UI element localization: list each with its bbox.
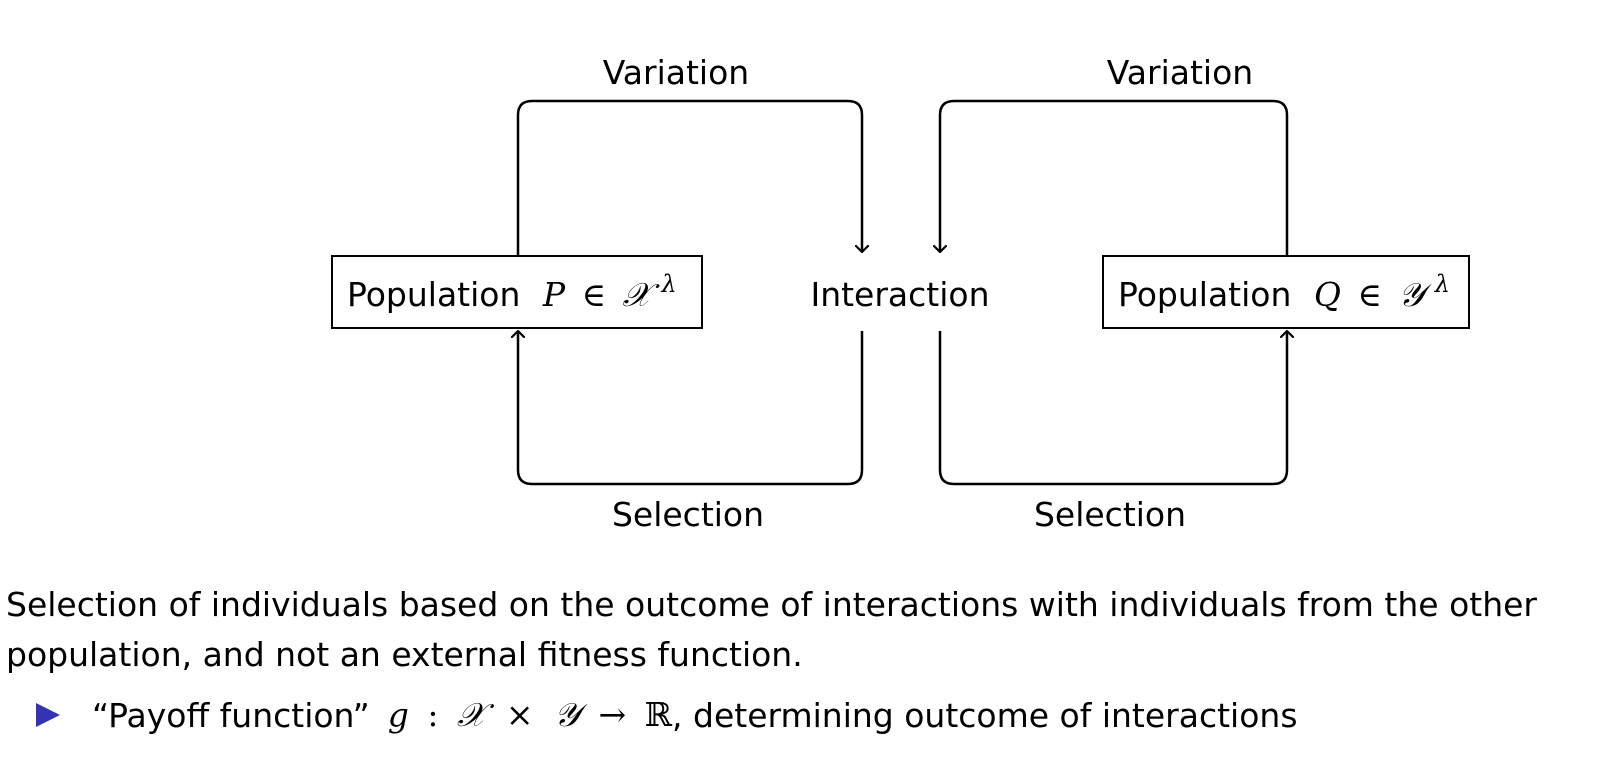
formula-times: × — [505, 695, 534, 734]
population-q-box — [1102, 255, 1470, 329]
payoff-quote: “Payoff function” — [92, 695, 370, 735]
formula-y: 𝒴 — [554, 695, 580, 734]
population-p-label: Population P ∈ 𝒳 λ — [347, 270, 677, 314]
formula-x: 𝒳 — [457, 695, 486, 734]
right-selection-arrow — [938, 331, 1287, 486]
payoff-description: , determining outcome of interactions — [672, 695, 1298, 735]
left-variation-arrow — [516, 99, 862, 256]
coevolution-diagram: Population P ∈ 𝒳 λ Population Q ∈ 𝒴 λ In… — [331, 53, 1470, 534]
description-paragraph: Selection of individuals based on the ou… — [6, 585, 1537, 674]
right-variation-arrow — [940, 99, 1289, 256]
left-selection-arrow — [518, 331, 864, 486]
bullet-triangle-icon — [36, 703, 60, 727]
formula-reals: ℝ — [644, 695, 673, 734]
payoff-bullet-item: “Payoff function” g : 𝒳 × 𝒴 → ℝ , determ… — [36, 690, 1298, 740]
payoff-formula: g : 𝒳 × 𝒴 → ℝ — [388, 695, 672, 735]
left-selection-label: Selection — [612, 495, 764, 534]
population-p-box — [331, 255, 703, 329]
population-q-label: Population Q ∈ 𝒴 λ — [1118, 270, 1450, 314]
formula-colon: : — [427, 695, 439, 734]
formula-g: g — [387, 695, 409, 734]
right-variation-label: Variation — [1107, 53, 1253, 92]
left-variation-label: Variation — [603, 53, 749, 92]
formula-arrow: → — [598, 695, 627, 734]
interaction-label: Interaction — [810, 275, 989, 314]
right-selection-label: Selection — [1034, 495, 1186, 534]
